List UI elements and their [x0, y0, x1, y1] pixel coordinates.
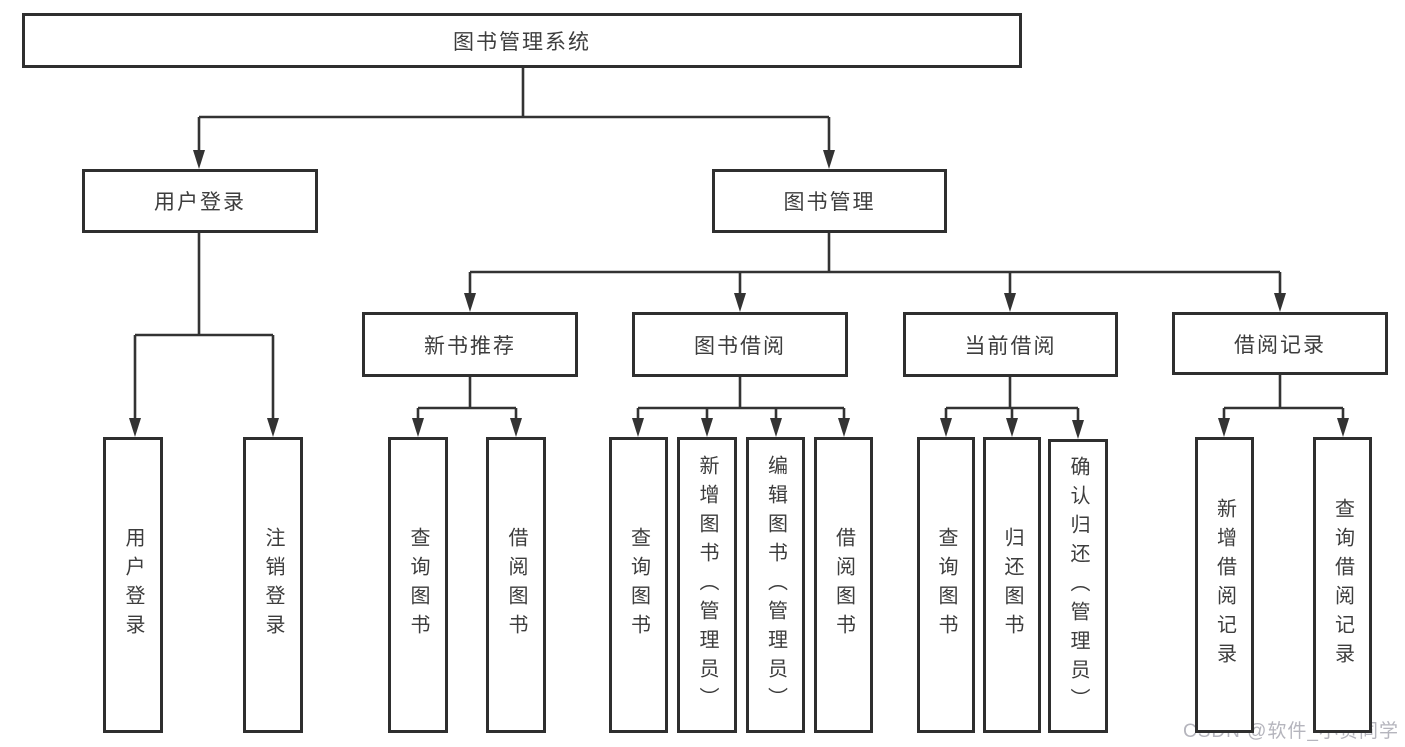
node-query-book-current: 查询图书 [917, 437, 975, 733]
node-borrowing-records: 借阅记录 [1172, 312, 1388, 375]
node-borrow-book-rec: 借阅图书 [486, 437, 546, 733]
node-login-user: 用户登录 [103, 437, 163, 733]
node-book-borrowing: 图书借阅 [632, 312, 848, 377]
node-add-book-admin: 新增图书（管理员） [677, 437, 737, 733]
node-query-book-borrow: 查询图书 [609, 437, 668, 733]
node-current-borrowing: 当前借阅 [903, 312, 1118, 377]
node-new-book-recommend: 新书推荐 [362, 312, 578, 377]
arrowhead-down-icon [770, 418, 782, 437]
node-book-management: 图书管理 [712, 169, 947, 233]
node-root: 图书管理系统 [22, 13, 1022, 68]
node-confirm-return-admin: 确认归还（管理员） [1048, 439, 1108, 733]
node-edit-book-admin: 编辑图书（管理员） [746, 437, 805, 733]
arrowhead-down-icon [701, 418, 713, 437]
arrowhead-down-icon [193, 150, 205, 169]
arrowhead-down-icon [1274, 293, 1286, 312]
node-query-borrow-record: 查询借阅记录 [1313, 437, 1372, 733]
node-logout-user: 注销登录 [243, 437, 303, 733]
arrowhead-down-icon [1337, 418, 1349, 437]
node-return-book: 归还图书 [983, 437, 1041, 733]
arrowhead-down-icon [838, 418, 850, 437]
arrowhead-down-icon [129, 418, 141, 437]
arrowhead-down-icon [510, 418, 522, 437]
arrowhead-down-icon [823, 150, 835, 169]
arrowhead-down-icon [940, 418, 952, 437]
arrowhead-down-icon [464, 293, 476, 312]
node-query-book-rec: 查询图书 [388, 437, 448, 733]
node-user-login: 用户登录 [82, 169, 318, 233]
arrowhead-down-icon [1072, 420, 1084, 439]
node-add-borrow-record: 新增借阅记录 [1195, 437, 1254, 733]
arrowhead-down-icon [267, 418, 279, 437]
arrowhead-down-icon [734, 293, 746, 312]
arrowhead-down-icon [412, 418, 424, 437]
arrowhead-down-icon [1006, 418, 1018, 437]
arrowhead-down-icon [1218, 418, 1230, 437]
arrowhead-down-icon [1004, 293, 1016, 312]
arrowhead-down-icon [632, 418, 644, 437]
node-borrow-book-borrow: 借阅图书 [814, 437, 873, 733]
